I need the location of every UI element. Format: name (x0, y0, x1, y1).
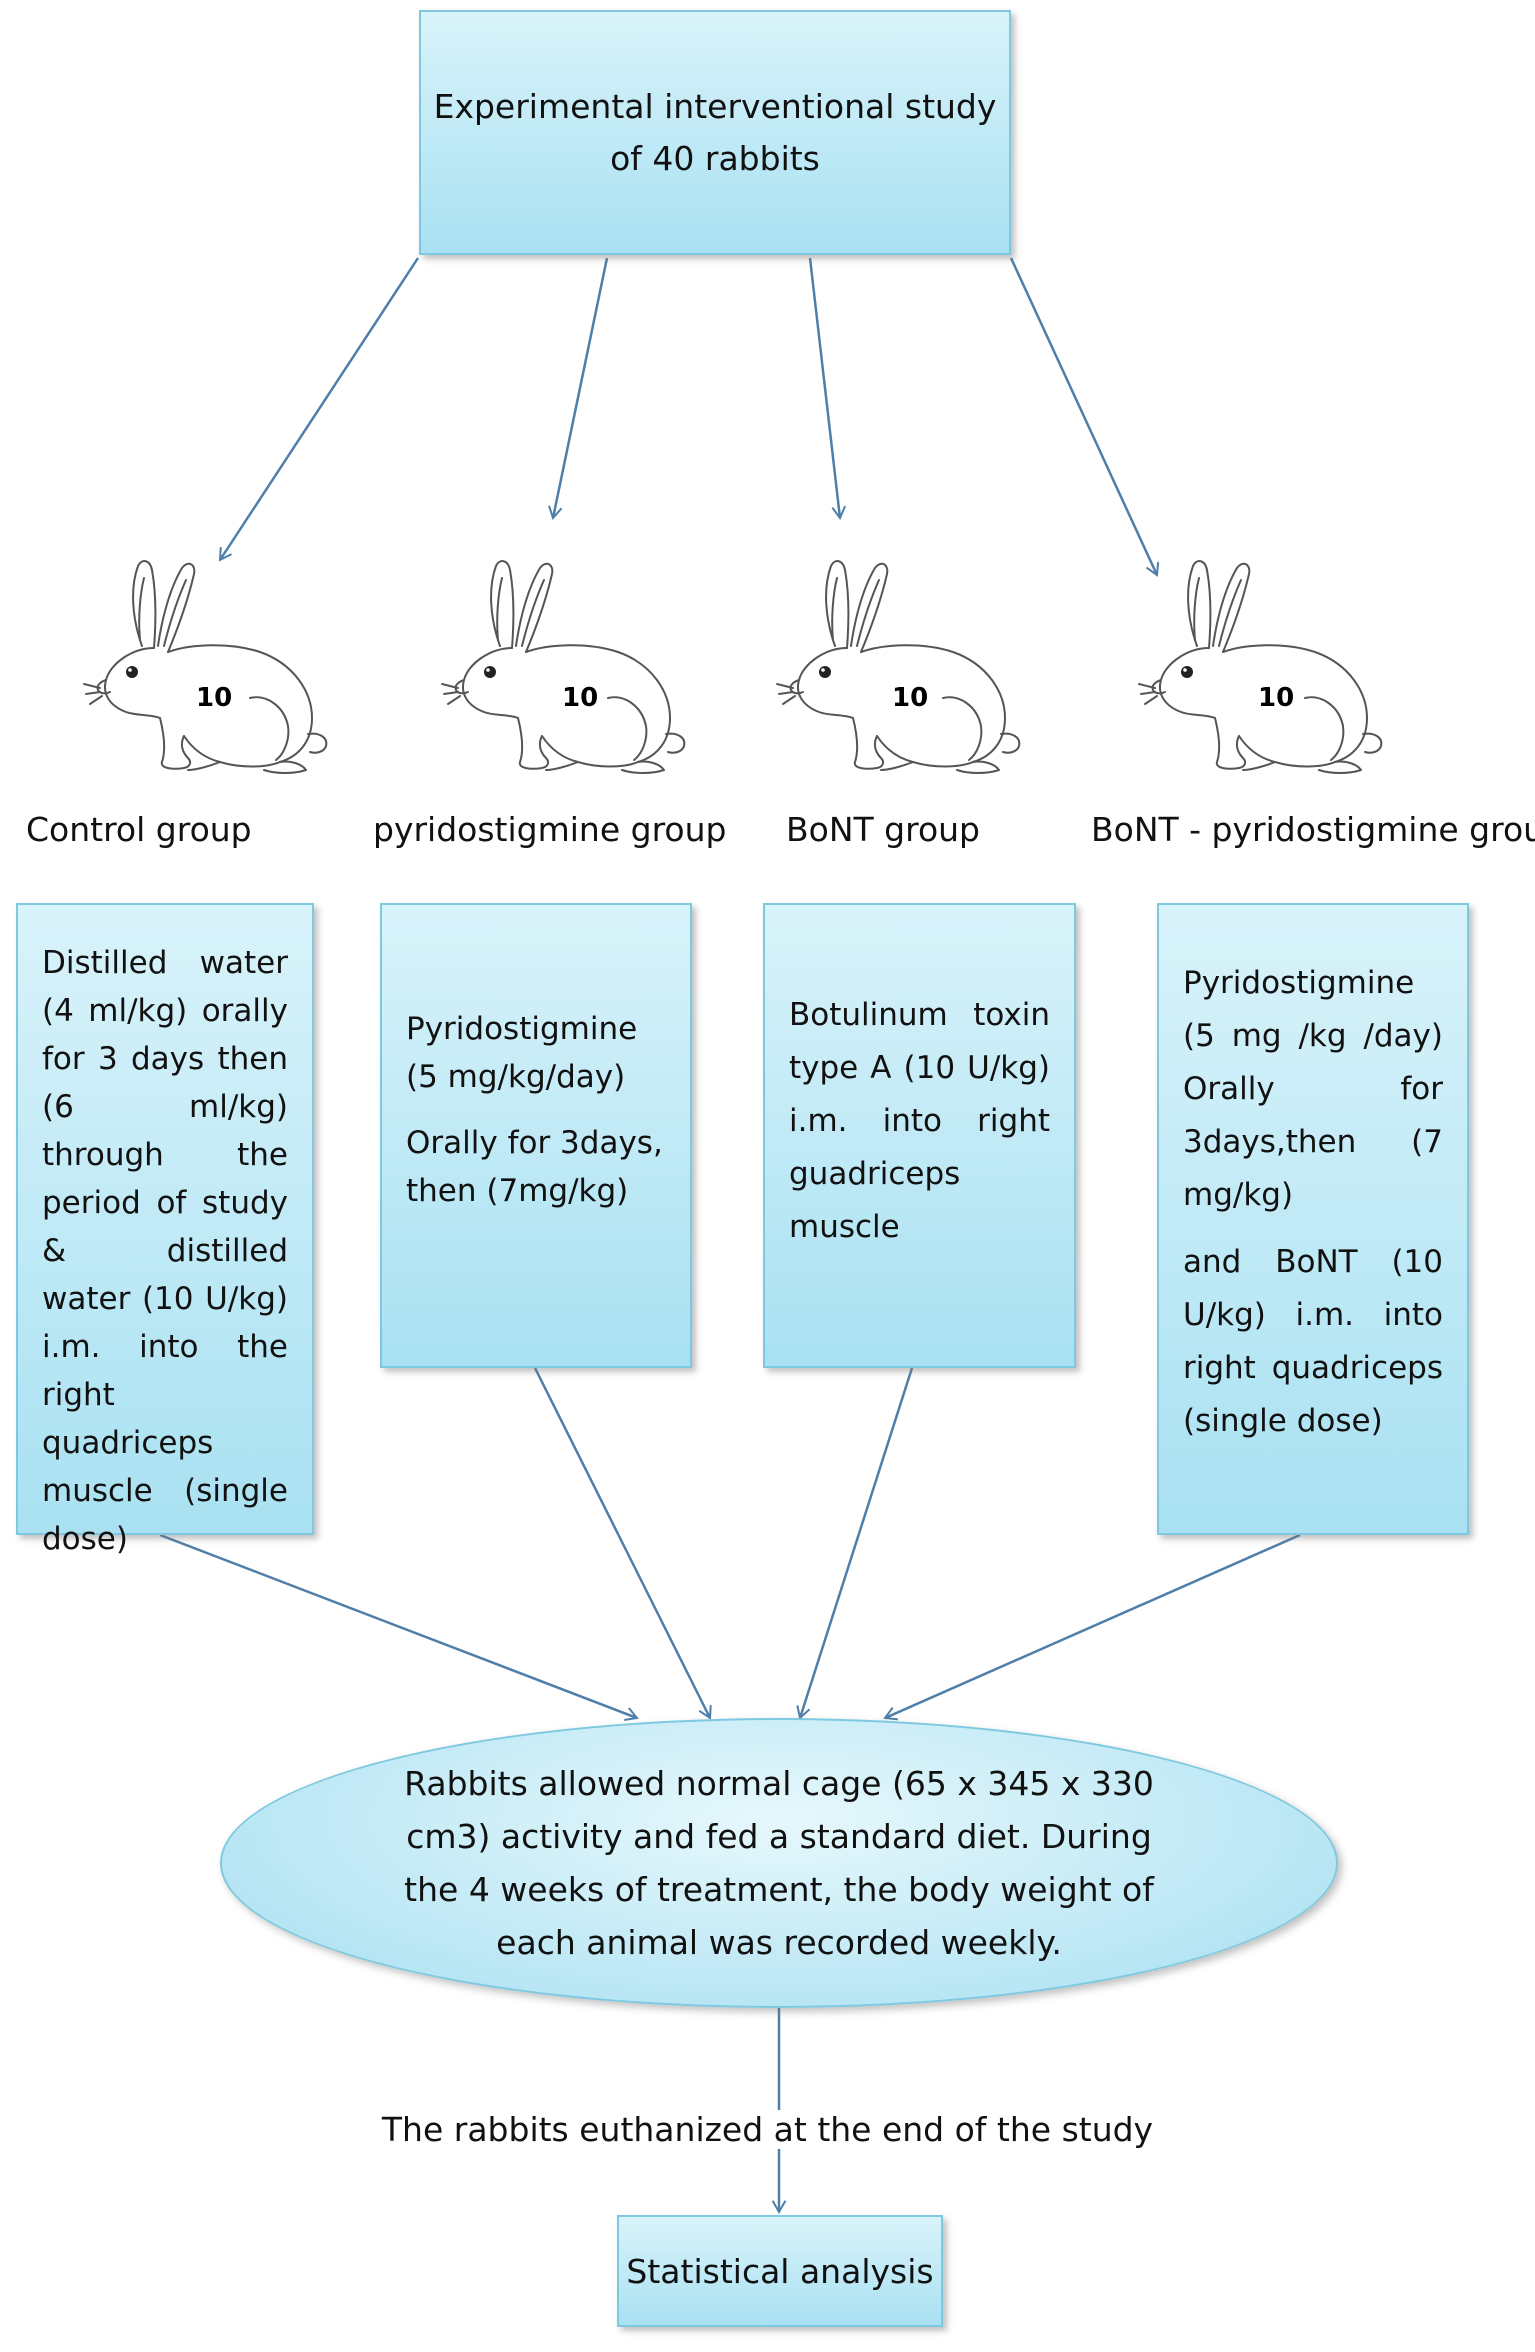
arrow-title-to-bont-pyridostigmine (1009, 257, 1160, 577)
rabbit-pyridostigmine-icon (438, 548, 698, 778)
bont-pyridostigmine-description-injection: and BoNT (10 U/kg) i.m. into right quadr… (1183, 1244, 1443, 1439)
arrow-title-to-control (218, 257, 420, 562)
arrow-bont-pyridostigmine-to-ellipse (883, 1533, 1301, 1721)
pyridostigmine-description-dose: Pyridostigmine (5 mg/kg/day) (406, 1011, 638, 1095)
study-title-line1: Experimental interventional study (433, 86, 997, 126)
arrow-title-to-bont (808, 257, 846, 521)
housing-ellipse: Rabbits allowed normal cage (65 x 345 x … (220, 1718, 1338, 2008)
statistical-analysis-label: Statistical analysis (626, 2251, 934, 2291)
bont-pyridostigmine-group-label: BoNT - pyridostigmine group (1091, 810, 1535, 849)
pyridostigmine-description-schedule: Orally for 3days, then (7mg/kg) (406, 1125, 663, 1209)
bont-description-box: Botulinum toxin type A (10 U/kg) i.m. in… (763, 903, 1076, 1368)
rabbit-bont-icon (773, 548, 1033, 778)
bont-group-label: BoNT group (786, 810, 981, 849)
control-description: Distilled water (4 ml/kg) orally for 3 d… (42, 945, 288, 1557)
pyridostigmine-description-box: Pyridostigmine (5 mg/kg/day) Orally for … (380, 903, 692, 1368)
rabbit-bont-pyridostigmine-icon (1135, 548, 1395, 778)
control-description-box: Distilled water (4 ml/kg) orally for 3 d… (16, 903, 314, 1557)
arrow-title-to-pyridostigmine (548, 257, 609, 520)
arrow-control-to-ellipse (159, 1533, 639, 1721)
bont-description: Botulinum toxin type A (10 U/kg) i.m. in… (789, 997, 1050, 1245)
housing-text: Rabbits allowed normal cage (65 x 345 x … (404, 1764, 1154, 1962)
study-title: Experimental interventional study of 40 … (434, 81, 997, 185)
statistical-analysis-box: Statistical analysis (617, 2215, 943, 2327)
rabbit-control-icon (80, 548, 340, 778)
study-title-box: Experimental interventional study of 40 … (419, 10, 1011, 255)
euthanasia-label: The rabbits euthanized at the end of the… (377, 2110, 1158, 2149)
control-group-label: Control group (26, 810, 252, 849)
study-title-line2: of 40 rabbits (610, 138, 820, 178)
arrow-bont-to-ellipse (796, 1367, 914, 1720)
bont-pyridostigmine-description-dose: Pyridostigmine (5 mg /kg /day) Orally fo… (1183, 965, 1443, 1213)
euthanasia-text: The rabbits euthanized at the end of the… (0, 2110, 1535, 2149)
arrow-pyridostigmine-to-ellipse (533, 1367, 712, 1720)
bont-pyridostigmine-description-box: Pyridostigmine (5 mg /kg /day) Orally fo… (1157, 903, 1469, 1535)
pyridostigmine-group-label: pyridostigmine group (373, 810, 727, 849)
